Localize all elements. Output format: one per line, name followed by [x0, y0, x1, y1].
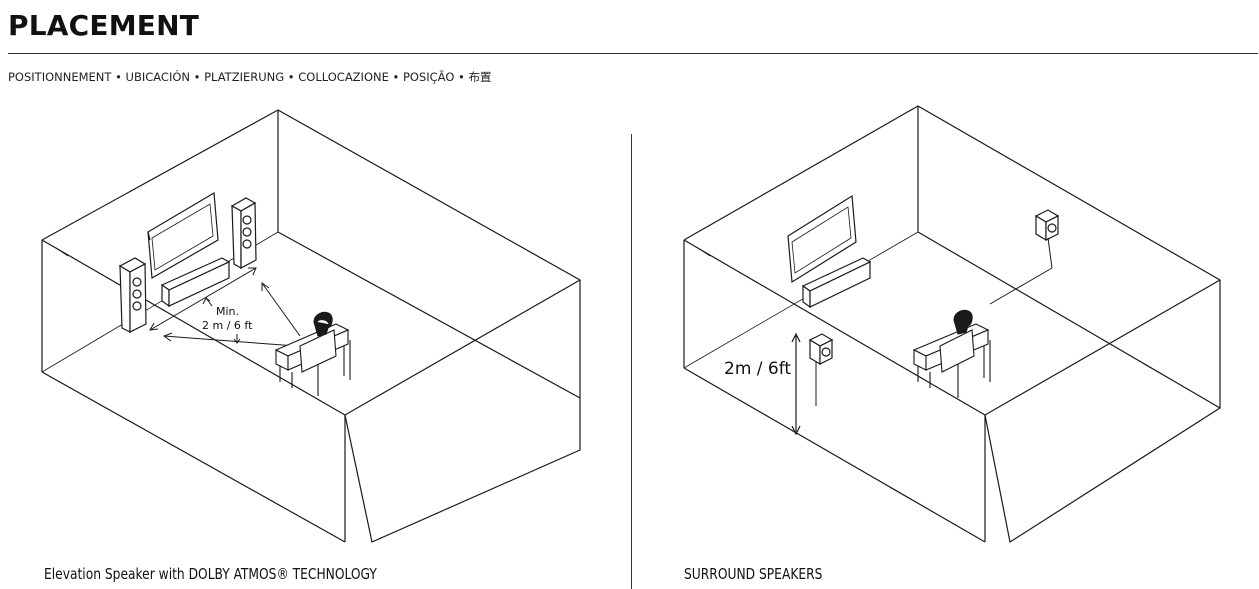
rear-surround-speaker-icon: [1034, 209, 1060, 242]
tv-stand-right: [801, 257, 872, 309]
height-label: 2m / 6ft: [724, 359, 791, 379]
elevation-speaker-room-illustration: Min. 2 m / 6 ft: [41, 109, 581, 543]
listener-chair-icon-right: [912, 309, 991, 398]
room-floor-back-edge: [277, 231, 581, 399]
elevation-speaker-caption: Elevation Speaker with DOLBY ATMOS® TECH…: [44, 565, 377, 583]
panel-divider: [631, 134, 632, 589]
tv-icon-right: [787, 194, 857, 284]
listener-chair-icon: [274, 311, 351, 396]
height-arrow: [791, 332, 801, 436]
tv-stand: [160, 257, 231, 308]
distance-label-min: Min.: [216, 305, 239, 318]
room-bottom-left-edge: [41, 371, 346, 543]
room-outline-right: [683, 105, 1221, 543]
arrow-to-left-speaker: [163, 335, 297, 347]
surround-speakers-caption: SURROUND SPEAKERS: [684, 565, 823, 583]
distance-label-value: 2 m / 6 ft: [202, 319, 253, 332]
tv-icon: [147, 191, 219, 279]
left-tower-speaker-icon: [118, 257, 147, 333]
language-subtitle: POSITIONNEMENT • UBICACIÓN • PLATZIERUNG…: [8, 70, 492, 84]
arrow-speaker-spacing: [149, 267, 257, 331]
page-title: PLACEMENT: [8, 9, 200, 42]
right-tower-speaker-icon: [230, 197, 257, 270]
header-rule: [8, 53, 1258, 54]
arrow-to-right-speaker: [261, 282, 301, 337]
side-surround-speaker-icon: [808, 333, 834, 366]
